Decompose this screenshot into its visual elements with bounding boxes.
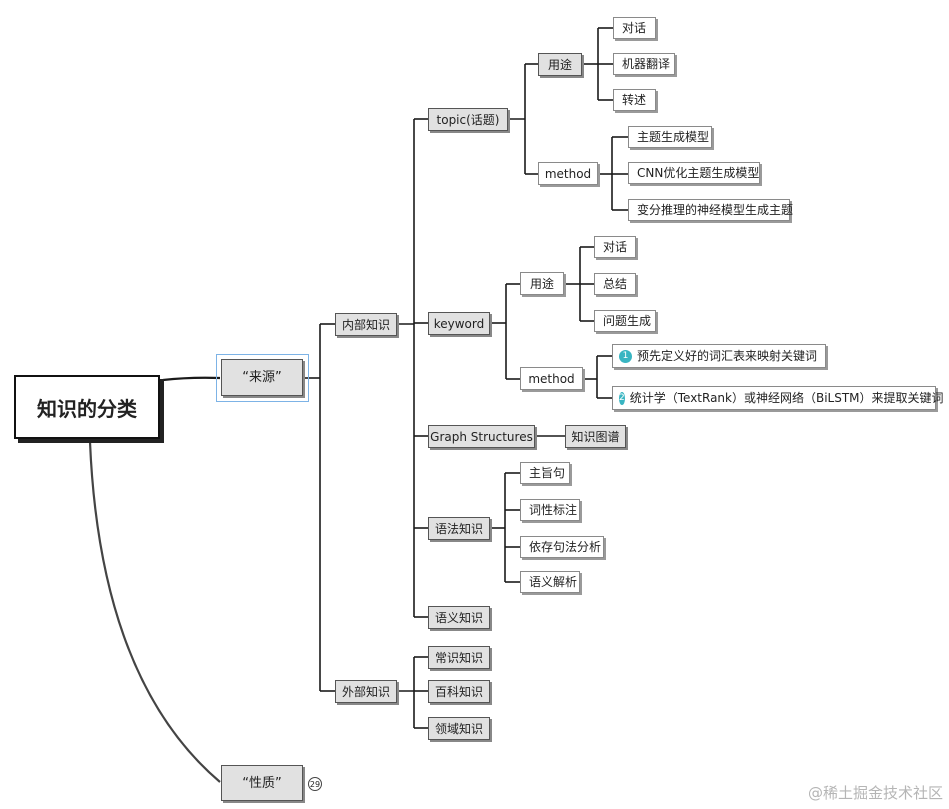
keyword-usage-item[interactable]: 对话 [594,236,636,258]
topic-method-item[interactable]: 主题生成模型 [628,126,712,148]
syntax-item[interactable]: 主旨句 [520,462,570,484]
node-external-item[interactable]: 常识知识 [428,646,490,669]
node-graph-structures[interactable]: Graph Structures [428,425,535,448]
node-syntax-knowledge[interactable]: 语法知识 [428,517,490,540]
watermark: @稀土掘金技术社区 [807,784,943,802]
keyword-usage-item[interactable]: 问题生成 [594,310,656,332]
node-internal-knowledge[interactable]: 内部知识 [335,313,397,336]
topic-usage-item[interactable]: 对话 [613,17,656,39]
topic-method-item[interactable]: 变分推理的神经模型生成主题 [628,199,793,221]
syntax-item[interactable]: 依存句法分析 [520,536,604,558]
node-keyword[interactable]: keyword [428,312,490,335]
branch-nature[interactable]: “性质” [221,765,303,801]
keyword-usage-item[interactable]: 总结 [594,273,636,295]
node-semantic-knowledge[interactable]: 语义知识 [428,606,490,629]
syntax-item[interactable]: 语义解析 [520,571,580,593]
node-keyword-method[interactable]: method [520,367,583,390]
node-knowledge-graph[interactable]: 知识图谱 [565,425,626,448]
collapsed-count-badge[interactable]: 29 [308,777,322,791]
root-topic[interactable]: 知识的分类 [14,375,160,439]
node-topic-usage[interactable]: 用途 [538,53,582,76]
node-keyword-usage[interactable]: 用途 [520,272,564,295]
keyword-method-item[interactable]: 2 统计学（TextRank）或神经网络（BiLSTM）来提取关键词 [612,386,944,410]
selection-outline [216,354,309,402]
topic-method-item[interactable]: CNN优化主题生成模型 [628,162,760,184]
keyword-method-item[interactable]: 1 预先定义好的词汇表来映射关键词 [612,344,826,368]
keyword-method-item-label: 统计学（TextRank）或神经网络（BiLSTM）来提取关键词 [629,391,944,405]
number-badge-icon: 1 [619,349,632,363]
node-topic-method[interactable]: method [538,162,598,185]
topic-usage-item[interactable]: 转述 [613,89,656,111]
syntax-item[interactable]: 词性标注 [520,499,580,521]
node-external-knowledge[interactable]: 外部知识 [335,680,397,703]
keyword-method-item-label: 预先定义好的词汇表来映射关键词 [637,349,818,363]
node-external-item[interactable]: 领域知识 [428,717,490,740]
number-badge-icon: 2 [619,391,625,405]
branch-source[interactable]: “来源” [221,359,303,396]
node-external-item[interactable]: 百科知识 [428,680,490,703]
topic-usage-item[interactable]: 机器翻译 [613,53,675,75]
node-topic[interactable]: topic(话题) [428,108,508,131]
